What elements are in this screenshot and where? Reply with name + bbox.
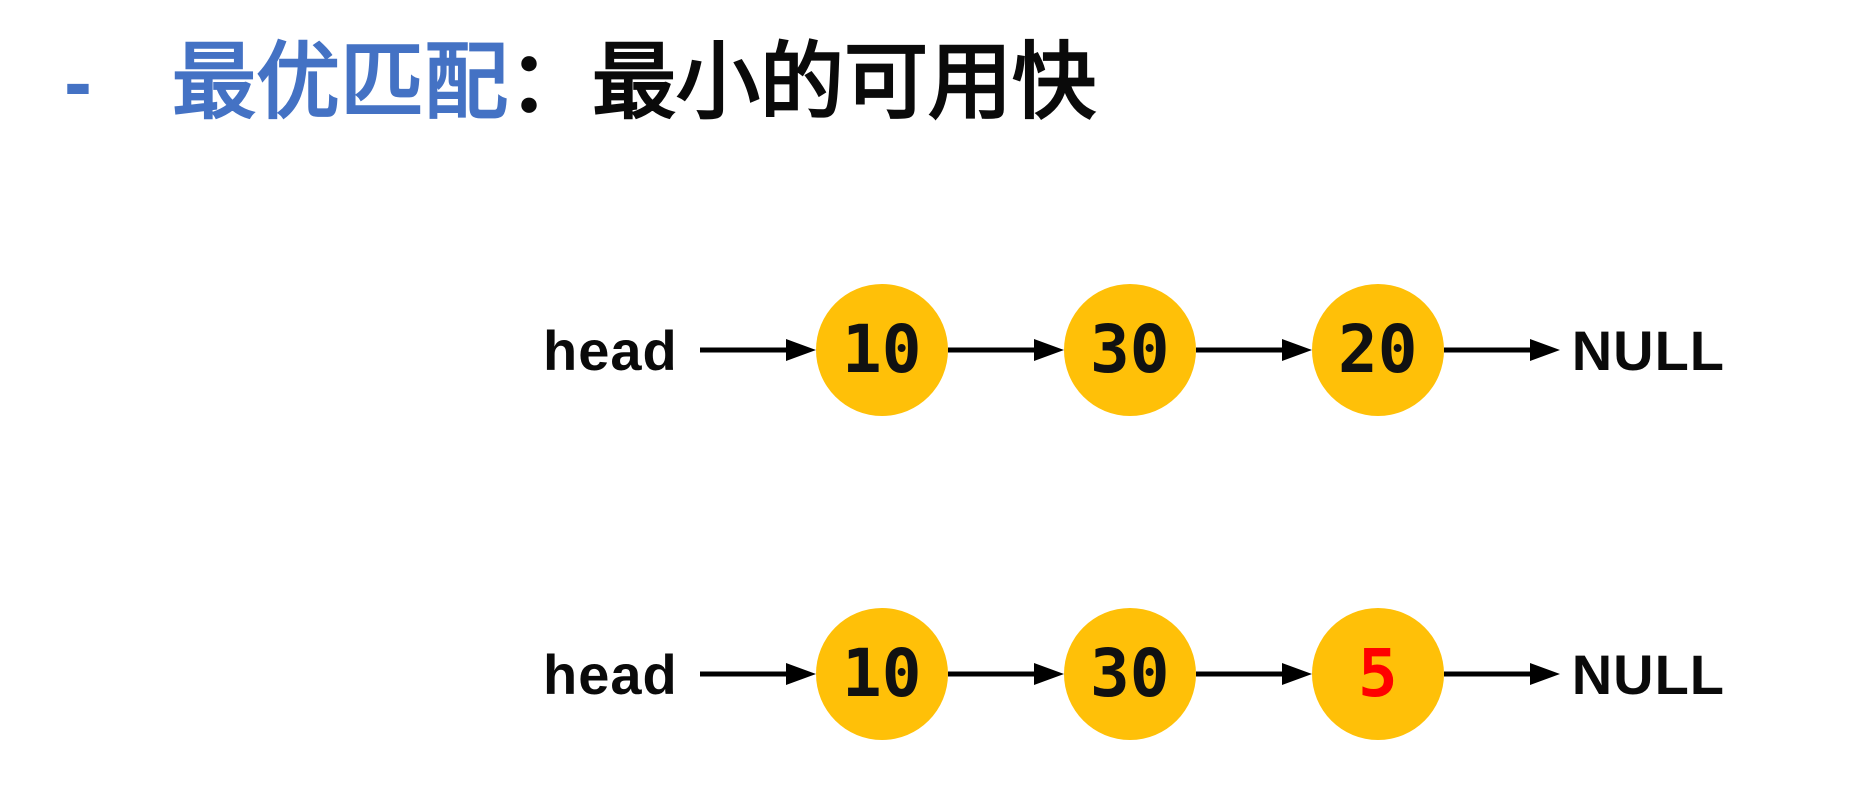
- node-value: 10: [841, 635, 922, 712]
- node-value: 30: [1089, 635, 1170, 712]
- arrow-right-icon: [1443, 339, 1560, 361]
- bullet-dash: -: [64, 35, 92, 129]
- arrow-right-icon: [1195, 663, 1312, 685]
- list-node: 30: [1063, 284, 1196, 416]
- list-node: 20: [1311, 284, 1444, 416]
- list-node: 10: [815, 284, 948, 416]
- node-value: 20: [1337, 311, 1418, 388]
- arrow-right-icon: [1443, 663, 1560, 685]
- node-value: 30: [1089, 311, 1170, 388]
- list-node: 30: [1063, 608, 1196, 740]
- slide-title: - 最优匹配：最小的可用快: [64, 34, 1096, 131]
- arrow-right-icon: [947, 663, 1064, 685]
- arrow-right-icon: [699, 339, 816, 361]
- head-pointer-label: head: [543, 642, 678, 706]
- node-value-emphasis: 5: [1357, 635, 1398, 712]
- list-node: 5: [1311, 608, 1444, 740]
- linked-list-1: head 10 30 20 NULL: [543, 281, 1725, 419]
- null-terminator-label: NULL: [1571, 318, 1725, 382]
- arrow-right-icon: [699, 663, 816, 685]
- title-rest-text: ：最小的可用快: [508, 35, 1097, 129]
- head-pointer-label: head: [543, 318, 678, 382]
- node-value: 10: [841, 311, 922, 388]
- arrow-right-icon: [1195, 339, 1312, 361]
- linked-list-2: head 10 30 5 NULL: [543, 605, 1725, 743]
- null-terminator-label: NULL: [1571, 642, 1725, 706]
- arrow-right-icon: [947, 339, 1064, 361]
- list-node: 10: [815, 608, 948, 740]
- title-highlight-text: 最优匹配: [171, 35, 508, 129]
